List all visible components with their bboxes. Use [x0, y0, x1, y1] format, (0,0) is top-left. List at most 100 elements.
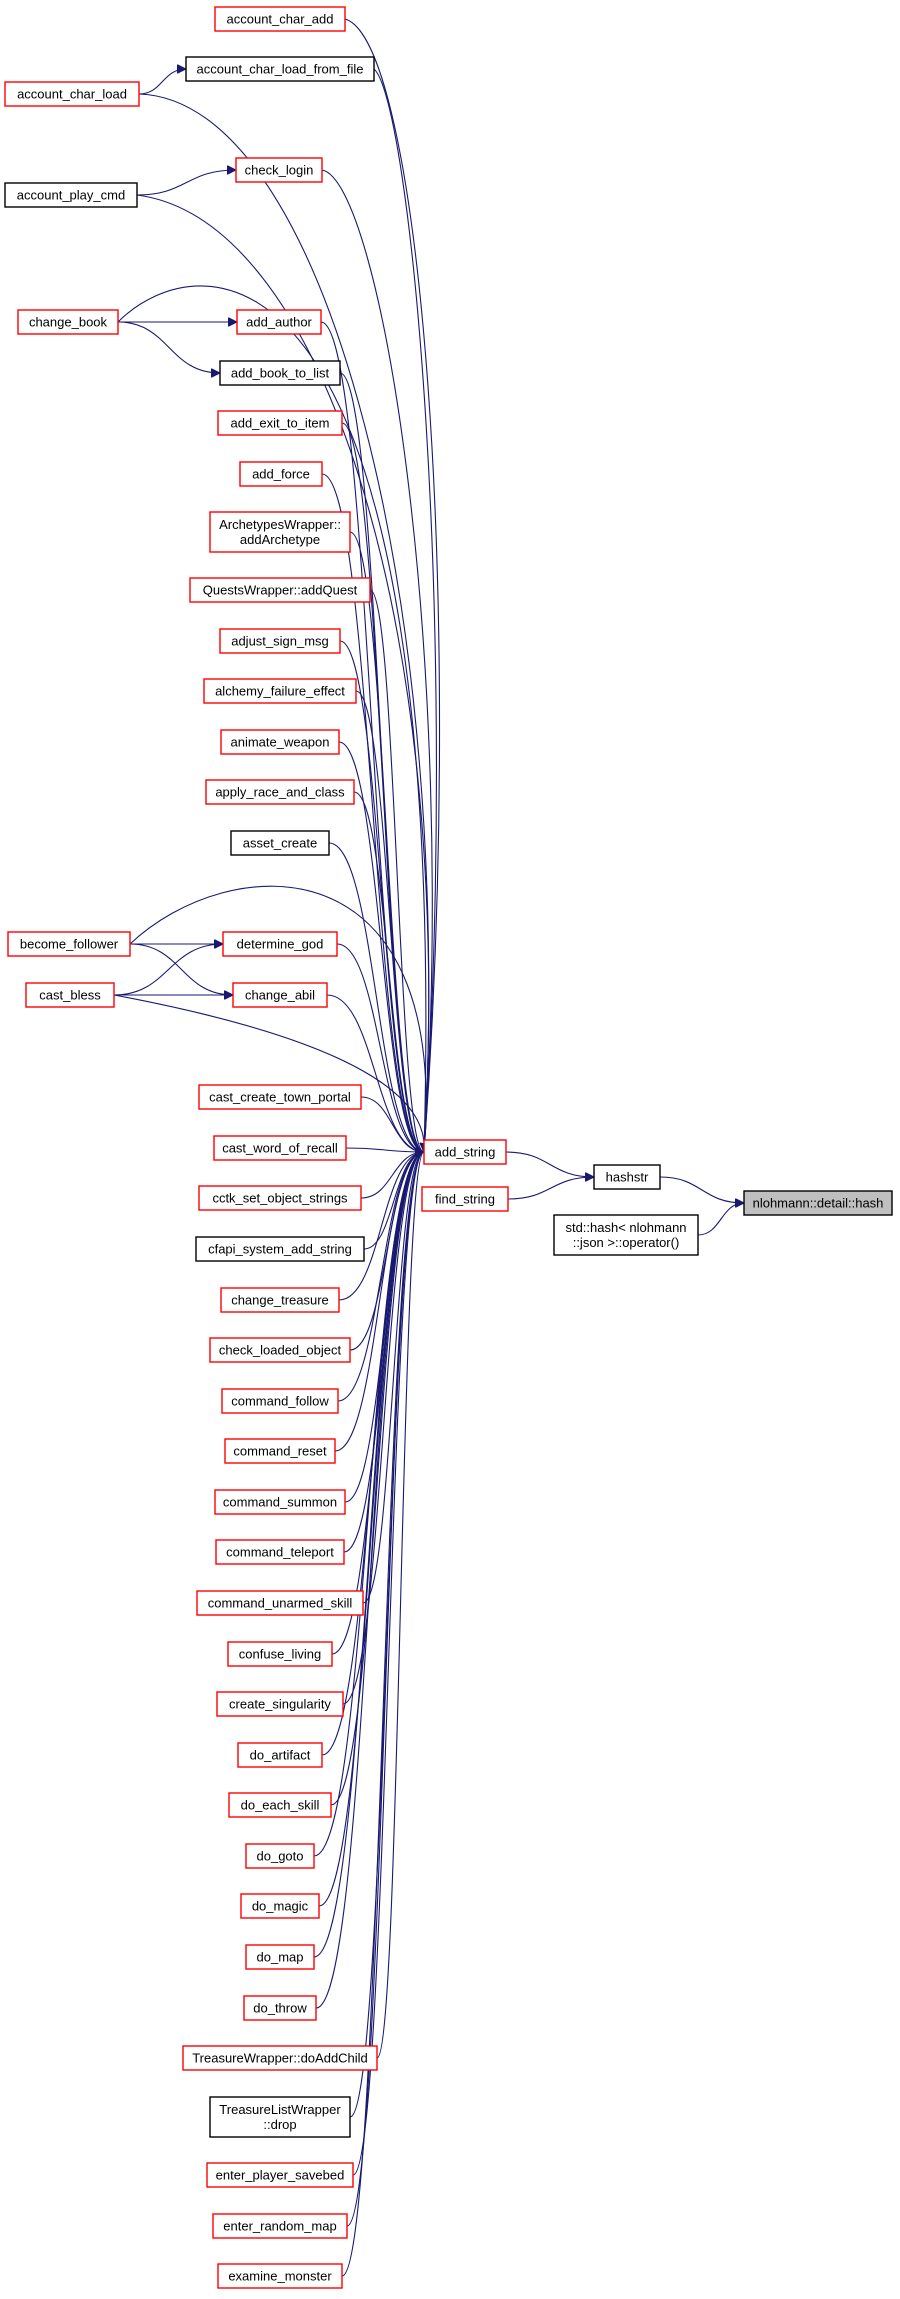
node-do-each-skill[interactable]: do_each_skill: [228, 1792, 332, 1818]
node-box: [195, 1236, 365, 1262]
node-do-magic[interactable]: do_magic: [240, 1893, 320, 1919]
node-box: [217, 2263, 343, 2289]
edge-path: [321, 473, 425, 1152]
edge-hashstr-to-hash: [659, 1176, 744, 1203]
node-cast-create-town-portal[interactable]: cast_create_town_portal: [198, 1084, 362, 1110]
edge-path: [376, 1152, 425, 2059]
node-change-book[interactable]: change_book: [17, 309, 119, 335]
node-change-abil[interactable]: change_abil: [232, 982, 328, 1008]
node-change-treasure[interactable]: change_treasure: [220, 1287, 340, 1313]
edge-path: [345, 1147, 424, 1152]
node-asset-create[interactable]: asset_create: [230, 830, 330, 856]
node-box: [237, 1742, 323, 1768]
node-do-throw[interactable]: do_throw: [243, 1995, 317, 2021]
node-enter-random-map[interactable]: enter_random_map: [212, 2213, 348, 2239]
edge-do_magic-to-add_string: [318, 1152, 425, 1907]
node-cast-word-of-recall[interactable]: cast_word_of_recall: [213, 1135, 347, 1161]
node-cfapi-system-add-string[interactable]: cfapi_system_add_string: [195, 1236, 365, 1262]
node-box: [209, 1337, 351, 1363]
edge-quests_wrapper-to-add_string: [369, 589, 425, 1152]
edge-determine_god-to-add_string: [336, 943, 424, 1152]
node-account-play-cmd[interactable]: account_play_cmd: [4, 182, 138, 208]
node-box: [235, 157, 323, 183]
node-label: do_goto: [257, 1849, 304, 1864]
edge-path: [352, 1152, 425, 2176]
node-command-unarmed-skill[interactable]: command_unarmed_skill: [196, 1590, 364, 1616]
node-label: examine_monster: [228, 2269, 332, 2284]
node-determine-god[interactable]: determine_god: [222, 931, 338, 957]
edge-alchemy_failure_effect-to-add_string: [355, 690, 425, 1152]
node-label: ArchetypesWrapper::: [219, 517, 341, 532]
node-examine-monster[interactable]: examine_monster: [217, 2263, 343, 2289]
node-check-login[interactable]: check_login: [235, 157, 323, 183]
node-label: QuestsWrapper::addQuest: [203, 583, 358, 598]
edge-do_throw-to-add_string: [315, 1152, 425, 2009]
node-hashstr[interactable]: hashstr: [593, 1164, 661, 1190]
node-confuse-living[interactable]: confuse_living: [227, 1641, 333, 1667]
node-create-singularity[interactable]: create_singularity: [216, 1691, 344, 1717]
edge-do_goto-to-add_string: [313, 1152, 425, 1857]
node-box: [553, 1214, 699, 1256]
node-do-artifact[interactable]: do_artifact: [237, 1742, 323, 1768]
edge-become_follower-to-add_string: [129, 885, 426, 1152]
edge-path: [129, 885, 426, 1152]
node-cast-bless[interactable]: cast_bless: [25, 982, 115, 1008]
node-enter-player-savebed[interactable]: enter_player_savebed: [206, 2162, 354, 2188]
node-label: become_follower: [20, 937, 119, 952]
node-add-book-to-list[interactable]: add_book_to_list: [219, 360, 341, 386]
node-hash[interactable]: nlohmann::detail::hash: [743, 1190, 893, 1216]
node-quests-wrapper[interactable]: QuestsWrapper::addQuest: [189, 577, 371, 603]
node-treasure-wrapper[interactable]: TreasureWrapper::doAddChild: [182, 2045, 378, 2071]
node-apply-race-and-class[interactable]: apply_race_and_class: [205, 779, 355, 805]
edge-path: [659, 1176, 744, 1203]
node-archetypes-wrapper[interactable]: ArchetypesWrapper::addArchetype: [209, 511, 351, 553]
node-alchemy-failure-effect[interactable]: alchemy_failure_effect: [203, 678, 357, 704]
edge-path: [313, 1152, 425, 1857]
node-add-force[interactable]: add_force: [239, 461, 323, 487]
nodes-layer: nlohmann::detail::hash hashstrstd::hash< …: [4, 6, 893, 2289]
edge-path: [328, 842, 424, 1152]
node-label: find_string: [435, 1192, 495, 1207]
node-animate-weapon[interactable]: animate_weapon: [220, 729, 340, 755]
node-box: [221, 1388, 339, 1414]
edge-path: [113, 944, 223, 996]
edge-path: [136, 170, 236, 196]
node-box: [209, 511, 351, 553]
node-account-char-load-from-file[interactable]: account_char_load_from_file: [185, 56, 375, 82]
node-command-teleport[interactable]: command_teleport: [215, 1539, 345, 1565]
node-box: [243, 1995, 317, 2021]
edge-add_string-to-hashstr: [505, 1151, 594, 1177]
node-label: add_exit_to_item: [230, 416, 329, 431]
node-label: do_artifact: [250, 1748, 311, 1763]
node-find-string[interactable]: find_string: [421, 1186, 509, 1212]
node-treasurelist-wrapper[interactable]: TreasureListWrapper::drop: [209, 2096, 351, 2138]
node-command-follow[interactable]: command_follow: [221, 1388, 339, 1414]
edge-account_char_add-to-add_string: [344, 18, 441, 1152]
edge-path: [331, 1152, 425, 1655]
node-box: [217, 410, 343, 436]
node-box: [206, 2162, 354, 2188]
node-label: do_throw: [253, 2001, 307, 2016]
node-box: [245, 1843, 315, 1869]
node-do-goto[interactable]: do_goto: [245, 1843, 315, 1869]
node-stdhash[interactable]: std::hash< nlohmann::json >::operator(): [553, 1214, 699, 1256]
node-add-string[interactable]: add_string: [423, 1139, 507, 1165]
node-add-exit-to-item[interactable]: add_exit_to_item: [217, 410, 343, 436]
node-become-follower[interactable]: become_follower: [7, 931, 131, 957]
node-account-char-add[interactable]: account_char_add: [214, 6, 346, 32]
node-command-reset[interactable]: command_reset: [224, 1438, 336, 1464]
node-adjust-sign-msg[interactable]: adjust_sign_msg: [219, 628, 341, 654]
node-label: command_teleport: [226, 1545, 334, 1560]
node-do-map[interactable]: do_map: [245, 1944, 315, 1970]
node-cctk-set-object-strings[interactable]: cctk_set_object_strings: [198, 1185, 362, 1211]
edge-apply_race_and_class-to-add_string: [353, 791, 425, 1152]
node-box: [7, 931, 131, 957]
edge-stdhash-to-hash: [697, 1203, 745, 1236]
node-add-author[interactable]: add_author: [236, 309, 322, 335]
edge-path: [353, 791, 425, 1152]
node-box: [182, 2045, 378, 2071]
edge-path: [373, 68, 437, 1152]
node-account-char-load[interactable]: account_char_load: [4, 81, 140, 107]
node-check-loaded-object[interactable]: check_loaded_object: [209, 1337, 351, 1363]
node-command-summon[interactable]: command_summon: [214, 1489, 346, 1515]
